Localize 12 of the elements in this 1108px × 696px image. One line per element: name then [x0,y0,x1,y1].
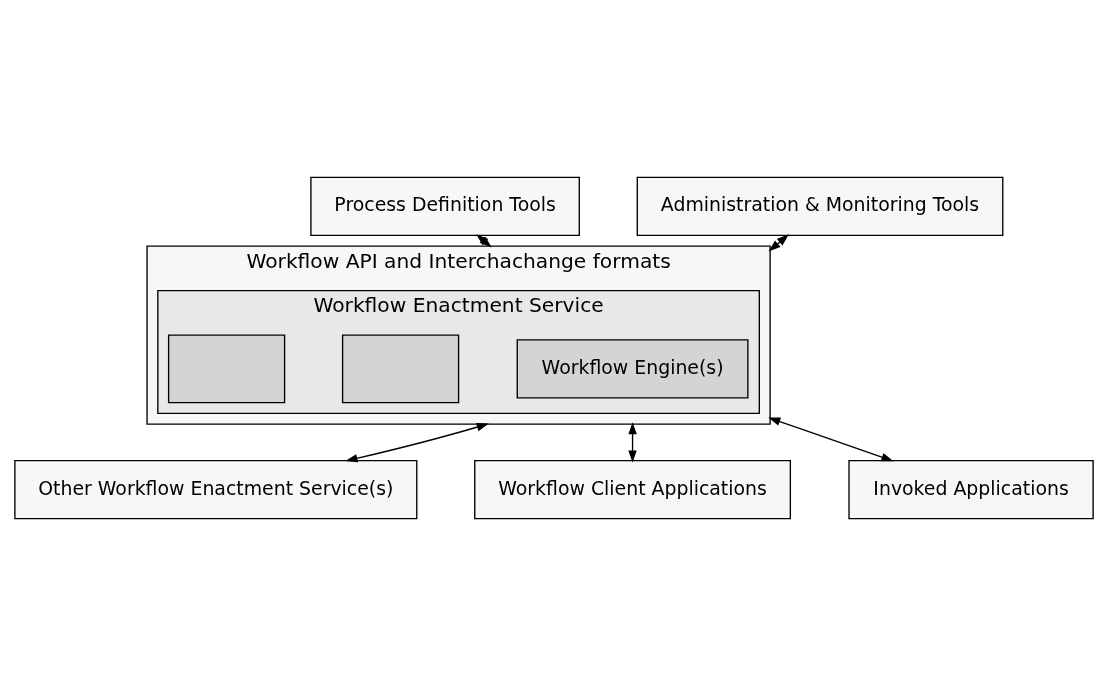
node-box: Workflow Engine(s) [516,339,749,399]
node-box: Process Definition Tools [310,176,580,237]
arrow [768,417,894,462]
node-box: Other Workflow Enactment Service(s) [14,459,418,520]
arrow [476,234,492,248]
node-box: Workflow Client Applications [474,459,792,520]
node-box [341,334,460,404]
node-box: Administration & Monitoring Tools [636,176,1004,237]
arrow [345,423,489,463]
node-box [167,334,286,404]
arrow [768,234,789,252]
node-box: Invoked Applications [848,459,1094,520]
